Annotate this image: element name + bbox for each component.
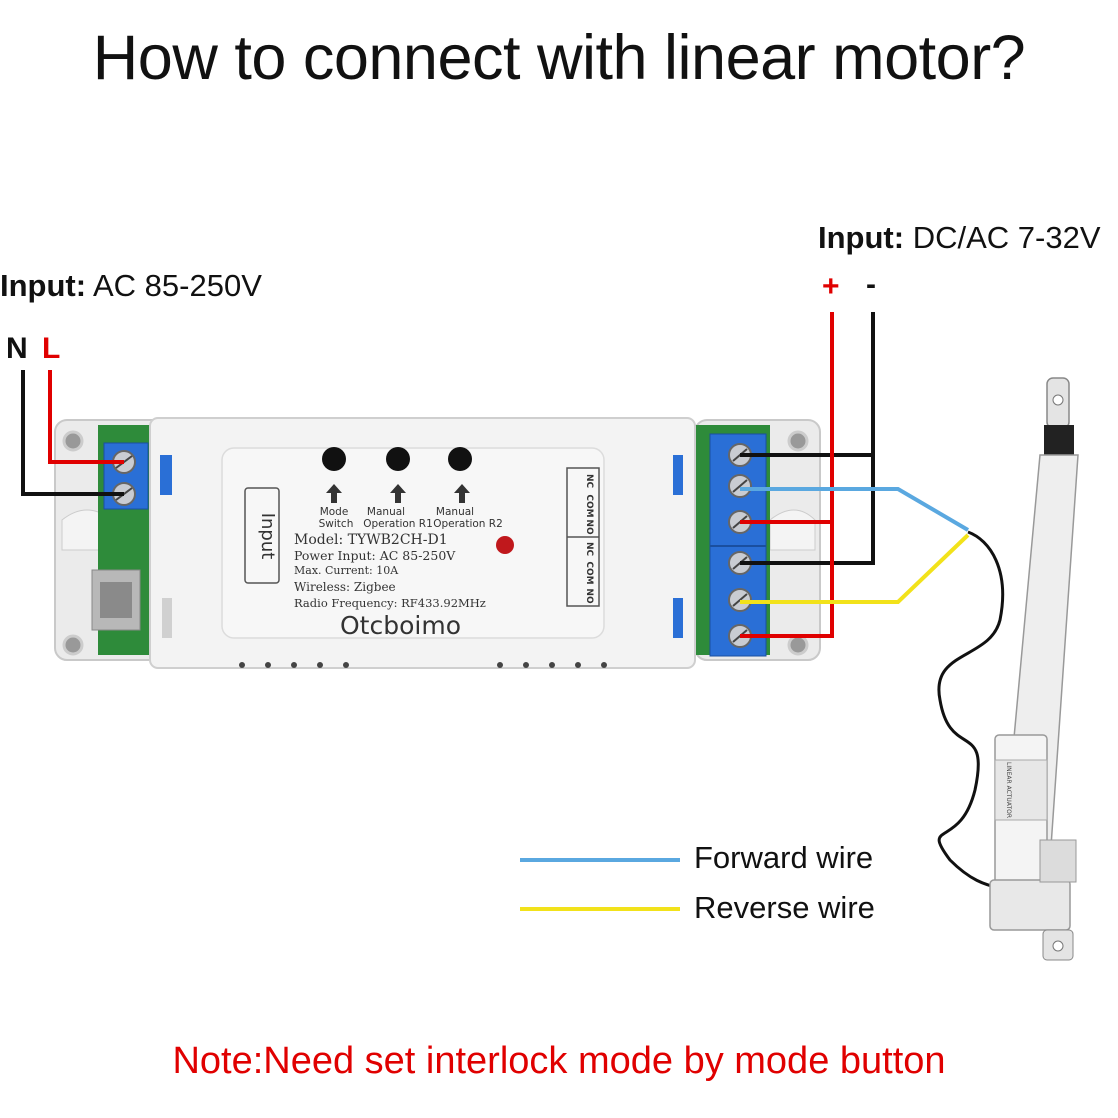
dc-input-wires (740, 312, 875, 638)
live-wire (48, 370, 124, 464)
mode-switch-button (322, 447, 346, 471)
diagram-title: How to connect with linear motor? (92, 23, 1026, 93)
negative-terminal-label: - (866, 268, 876, 301)
neutral-wire (21, 370, 124, 496)
ac-input-label: Input: AC 85-250V (0, 268, 262, 303)
relay-bottom-nc: NC (584, 542, 594, 557)
negative-wire (740, 312, 875, 565)
linear-actuator: LINEAR ACTUATOR (989, 377, 1079, 961)
relay-bottom-no: NO (584, 588, 594, 604)
ac-terminal-block (103, 442, 149, 510)
positive-wire (740, 312, 834, 638)
spec-model: Model: TYWB2CH-D1 (294, 532, 448, 548)
relay-terminal-block (709, 433, 767, 657)
spec-radio-frequency: Radio Frequency: RF433.92MHz (294, 596, 486, 610)
manual-r1-button (386, 447, 410, 471)
actuator-cable (937, 530, 1005, 890)
reverse-wire (740, 533, 970, 604)
manual-r1-label-2: Operation R1 (363, 518, 433, 530)
brand-name: Otcboimo (340, 611, 461, 640)
live-terminal-label: L (42, 332, 61, 365)
relay-top-no: NO (584, 519, 594, 535)
legend-forward-label: Forward wire (694, 840, 874, 875)
manual-r2-label-2: Operation R2 (433, 518, 503, 530)
mode-switch-label-1: Mode (320, 506, 349, 518)
relay-top-com: COM (584, 494, 594, 517)
relay-module: Input Mode Switch Manual Operation R1 Ma… (54, 417, 821, 669)
status-led (496, 536, 514, 554)
actuator-label: LINEAR ACTUATOR (1005, 762, 1012, 818)
relay-bottom-com: COM (584, 561, 594, 584)
manual-r2-button (448, 447, 472, 471)
dc-input-label: Input: DC/AC 7-32V (818, 220, 1101, 255)
motor-wires (740, 487, 1005, 890)
legend-reverse-label: Reverse wire (694, 890, 875, 925)
forward-wire (740, 487, 970, 532)
spec-max-current: Max. Current: 10A (294, 564, 399, 577)
spec-wireless: Wireless: Zigbee (294, 580, 396, 594)
input-side-label: Input (257, 513, 278, 560)
neutral-terminal-label: N (6, 332, 28, 365)
manual-r1-label-1: Manual (367, 506, 405, 518)
interlock-note: Note:Need set interlock mode by mode but… (172, 1040, 946, 1082)
button-arrows (326, 484, 470, 503)
relay-top-nc: NC (584, 474, 594, 489)
input-label-box (244, 487, 280, 584)
positive-terminal-label: + (822, 270, 840, 303)
spec-power-input: Power Input: AC 85-250V (294, 548, 456, 563)
manual-r2-label-1: Manual (436, 506, 474, 518)
ac-input-wires (21, 370, 124, 496)
mode-switch-label-2: Switch (319, 518, 354, 530)
